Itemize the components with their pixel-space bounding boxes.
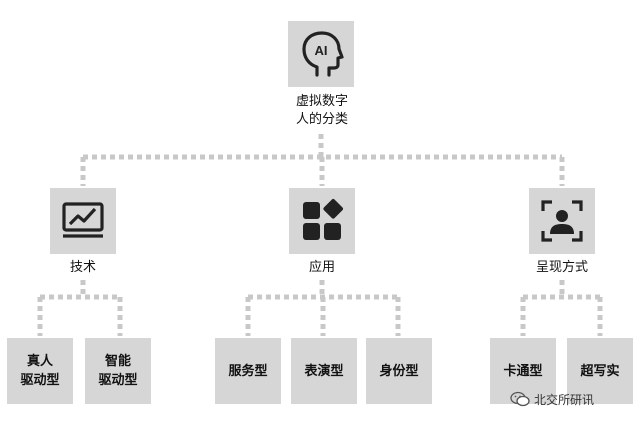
category-app-icon-box bbox=[289, 188, 355, 254]
category-tech-icon-box bbox=[50, 188, 116, 254]
face-scan-icon bbox=[541, 200, 583, 242]
watermark-text: 北交所研讯 bbox=[534, 392, 595, 407]
category-presentation-label: 呈现方式 bbox=[535, 260, 588, 275]
category-tech-label: 技术 bbox=[69, 260, 96, 275]
category-presentation-icon-box bbox=[529, 188, 595, 254]
root-label: 虚拟数字 人的分类 bbox=[295, 94, 348, 127]
app-blocks-icon bbox=[303, 199, 343, 240]
leaf-real-person-driven: 真人 驱动型 bbox=[7, 338, 73, 404]
wechat-icon bbox=[510, 391, 530, 407]
leaf-identity: 身份型 bbox=[366, 338, 432, 404]
watermark: 北交所研讯 bbox=[510, 388, 594, 410]
leaf-cartoon: 卡通型 bbox=[490, 338, 556, 404]
leaf-hyperrealistic: 超写实 bbox=[567, 338, 633, 404]
leaf-ai-driven: 智能 驱动型 bbox=[85, 338, 151, 404]
chart-monitor-icon bbox=[62, 202, 104, 238]
root-icon-box: AI bbox=[288, 21, 354, 87]
svg-text:AI: AI bbox=[315, 43, 328, 58]
leaf-performance: 表演型 bbox=[291, 338, 357, 404]
category-app-label: 应用 bbox=[308, 260, 335, 275]
leaf-service: 服务型 bbox=[215, 338, 281, 404]
ai-head-icon: AI bbox=[302, 31, 344, 77]
